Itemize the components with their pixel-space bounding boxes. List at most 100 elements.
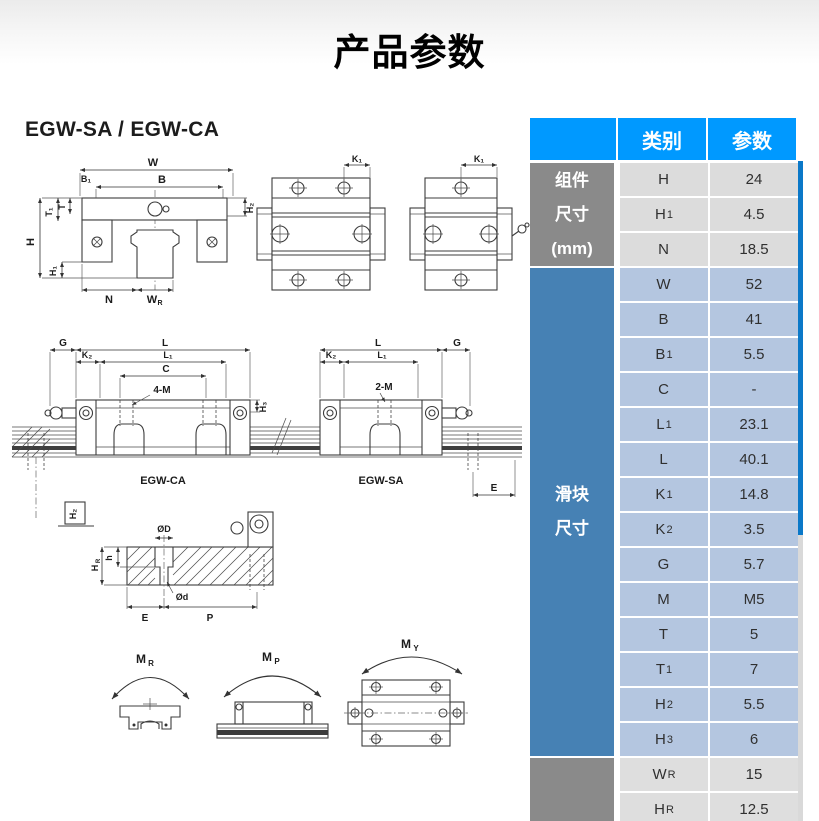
top-view-sa: K₁ — [409, 154, 530, 291]
dim-label-b1: B₁ — [81, 174, 91, 184]
grease-nipple-icon — [44, 406, 77, 420]
table-row: C - — [620, 373, 798, 406]
parameter-value-cell: 5.5 — [710, 338, 798, 371]
parameter-value-cell: 41 — [710, 303, 798, 336]
parameter-name-cell: B — [620, 303, 708, 336]
page-title: 产品参数 — [333, 32, 486, 73]
moment-label-m: M — [262, 650, 272, 664]
dim-label-k1-sa: K₁ — [474, 154, 484, 164]
dim-label-k2-sa: K₂ — [326, 350, 337, 360]
side-view-sa: L G K₂ L₁ 2-M E EGW-SA — [319, 338, 516, 497]
svg-text:H: H — [90, 565, 100, 572]
dim-label-b: B — [158, 174, 166, 186]
group-assembly-dimensions: 组件 尺寸 (mm) — [530, 163, 614, 266]
parameter-value-cell: 12.5 — [710, 793, 798, 821]
caption-egw-sa: EGW-SA — [359, 475, 404, 487]
moment-label-m: M — [136, 652, 146, 666]
parameter-value-cell: 52 — [710, 268, 798, 301]
dim-label-g-ca: G — [59, 338, 67, 349]
dim-label-l-sa: L — [375, 338, 381, 349]
parameter-value-cell: 18.5 — [710, 233, 798, 266]
group-label-line: 组件 — [555, 170, 589, 190]
dim-label-h3: H₃ — [258, 402, 268, 413]
rail-cross-section: ØD h H R Ød E P — [90, 511, 274, 624]
table-row: W 52 — [620, 268, 798, 301]
table-row: H 24 — [620, 163, 798, 196]
caption-egw-ca: EGW-CA — [140, 475, 186, 487]
dim-label-h2: H₂ — [245, 203, 255, 214]
parameter-value-cell: 5.7 — [710, 548, 798, 581]
parameter-name-cell: T — [620, 618, 708, 651]
parameter-value-cell: 14.8 — [710, 478, 798, 511]
table-scrollbar-track[interactable] — [798, 161, 803, 821]
parameter-name-cell: G — [620, 548, 708, 581]
dim-label-e-sa: E — [491, 483, 498, 494]
dim-label-k1-ca: K₁ — [352, 154, 362, 164]
side-view-ca: G L K₂ L₁ C 4-M H₃ EGW-CA — [44, 338, 268, 487]
dim-label-dd: Ød — [176, 592, 189, 602]
dim-label-e-rail: E — [142, 613, 149, 624]
parameter-value-cell: 40.1 — [710, 443, 798, 476]
dim-label-g-sa: G — [453, 338, 461, 349]
group-block-dimensions: 滑块 尺寸 — [530, 268, 614, 756]
dim-label-l-ca: L — [162, 338, 168, 349]
parameter-value-cell: 5.5 — [710, 688, 798, 721]
parameter-name-cell: L — [620, 443, 708, 476]
dim-label-h-depth: h — [104, 555, 114, 561]
table-header-category: 类别 — [618, 118, 706, 160]
table-row: G 5.7 — [620, 548, 798, 581]
dim-label-2m: 2-M — [375, 382, 392, 393]
dim-label-n: N — [105, 294, 113, 306]
dim-label-l1-sa: L₁ — [377, 350, 386, 360]
group-rail-dimensions — [530, 758, 614, 821]
parameter-value-cell: 5 — [710, 618, 798, 651]
parameter-name-cell: W — [620, 268, 708, 301]
parameter-name-cell: C — [620, 373, 708, 406]
group-label-line: (mm) — [551, 238, 593, 258]
dim-label-t1: T₁ — [44, 207, 54, 216]
parameter-name-cell: H — [620, 163, 708, 196]
table-row: B 41 — [620, 303, 798, 336]
dim-label-h: H — [25, 238, 37, 246]
top-view-ca: K₁ — [256, 154, 386, 291]
parameter-value-cell: 6 — [710, 723, 798, 756]
h2-callout: H₂ — [58, 501, 94, 527]
moment-label-m: M — [401, 637, 411, 651]
dim-label-dD: ØD — [157, 524, 171, 534]
dim-label-h2-box: H₂ — [68, 509, 78, 520]
moment-label-r: R — [148, 659, 154, 668]
parameter-value-cell: 15 — [710, 758, 798, 791]
title-band — [0, 0, 819, 92]
parameter-value-cell: - — [710, 373, 798, 406]
grease-nipple-icon — [441, 406, 473, 420]
parameter-name-cell: M — [620, 583, 708, 616]
dim-label-k2-ca: K₂ — [82, 350, 93, 360]
dim-label-4m: 4-M — [153, 385, 170, 396]
table-scrollbar-thumb[interactable] — [798, 161, 803, 535]
table-row: N 18.5 — [620, 233, 798, 266]
dim-label-hr: H R — [90, 558, 102, 571]
model-heading: EGW-SA / EGW-CA — [25, 118, 220, 141]
table-header-row: 类别 参数 — [530, 118, 798, 160]
dim-label-p: P — [207, 613, 214, 624]
moment-mp-diagram: M P — [216, 650, 329, 739]
parameter-value-cell: 4.5 — [710, 198, 798, 231]
group-label-line: 尺寸 — [555, 204, 589, 224]
moment-mr-diagram: M R — [111, 652, 190, 730]
grease-nipple-icon — [511, 222, 530, 237]
dim-label-h1: H₁ — [48, 266, 58, 276]
parameter-value-cell: 23.1 — [710, 408, 798, 441]
